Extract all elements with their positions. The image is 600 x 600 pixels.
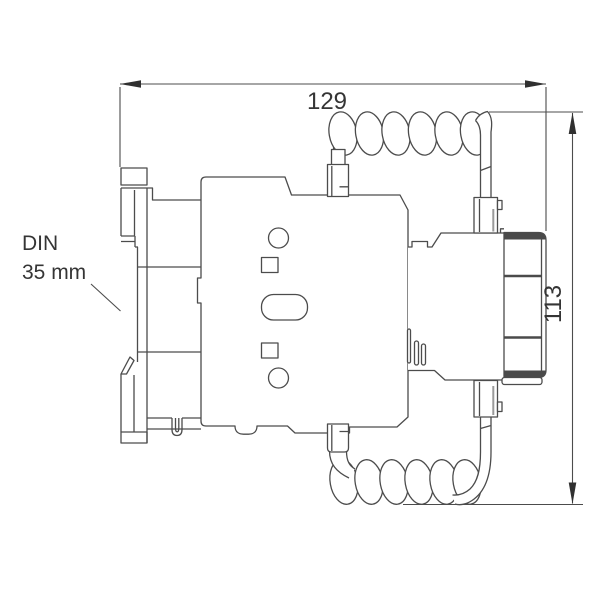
plate-top-step <box>147 187 201 201</box>
capacitor-bottom-band <box>504 370 546 378</box>
top-left-terminal-detail <box>331 166 349 196</box>
width-dimension-label: 129 <box>307 88 347 115</box>
din-label-line2: 35 mm <box>22 261 86 284</box>
release-tab-outer <box>171 418 183 437</box>
bottom-coil-wire <box>326 379 503 506</box>
dimension-width: 129 <box>119 80 547 231</box>
top-right-wire-edges <box>474 110 493 199</box>
height-dimension-label: 113 <box>540 285 567 323</box>
din-rail-channel-lines <box>137 266 201 353</box>
vent-slot-3 <box>420 343 427 366</box>
body-marking-square-bottom <box>260 342 279 359</box>
width-arrow-left <box>120 80 141 88</box>
adapter-top-edge <box>408 232 504 248</box>
din-label-line1: DIN <box>22 232 58 255</box>
height-arrow-bottom <box>568 482 577 504</box>
top-right-wire-fill <box>475 111 492 199</box>
capacitor-top-band <box>504 232 546 240</box>
adapter-section <box>406 228 504 381</box>
din-leader-line <box>90 283 121 312</box>
contactor-body <box>196 176 409 435</box>
clip-bottom-box <box>120 431 148 444</box>
bottom-left-wire-edges <box>328 450 356 479</box>
vent-slot-2 <box>413 340 420 366</box>
bottom-right-wire-fill <box>452 417 491 505</box>
adapter-top-lip <box>499 228 504 233</box>
body-outline <box>196 176 409 435</box>
din-rail-clip <box>120 167 201 444</box>
clip-top-box <box>120 167 148 186</box>
dimension-height: 113 <box>403 111 583 506</box>
capacitor-module <box>501 231 547 386</box>
height-arrow-top <box>568 112 577 134</box>
vent-slot-1 <box>406 328 412 364</box>
bottom-left-terminal <box>326 423 350 453</box>
clip-spring-catch <box>121 235 138 248</box>
capacitor-bottom-lip <box>501 376 543 386</box>
body-marking-circle-top <box>267 227 290 249</box>
top-left-terminal <box>326 163 350 198</box>
bottom-right-terminal-tab <box>496 401 503 413</box>
top-coil-wire <box>326 110 503 234</box>
body-marking-square-top <box>260 256 279 274</box>
body-marking-slot <box>260 293 309 321</box>
bottom-left-terminal-detail <box>331 425 349 451</box>
clip-bottom-hook <box>120 356 135 375</box>
adapter-fill <box>408 233 504 380</box>
width-arrow-right <box>525 80 546 88</box>
din-rail-callout: DIN 35 mm <box>22 232 121 312</box>
top-left-stem <box>330 148 346 166</box>
release-tab-slot <box>174 418 180 433</box>
bottom-left-wire-fill <box>329 451 355 478</box>
mounting-plate <box>146 187 201 443</box>
body-marking-circle-bottom <box>267 367 290 389</box>
top-right-terminal-tab <box>496 199 503 211</box>
